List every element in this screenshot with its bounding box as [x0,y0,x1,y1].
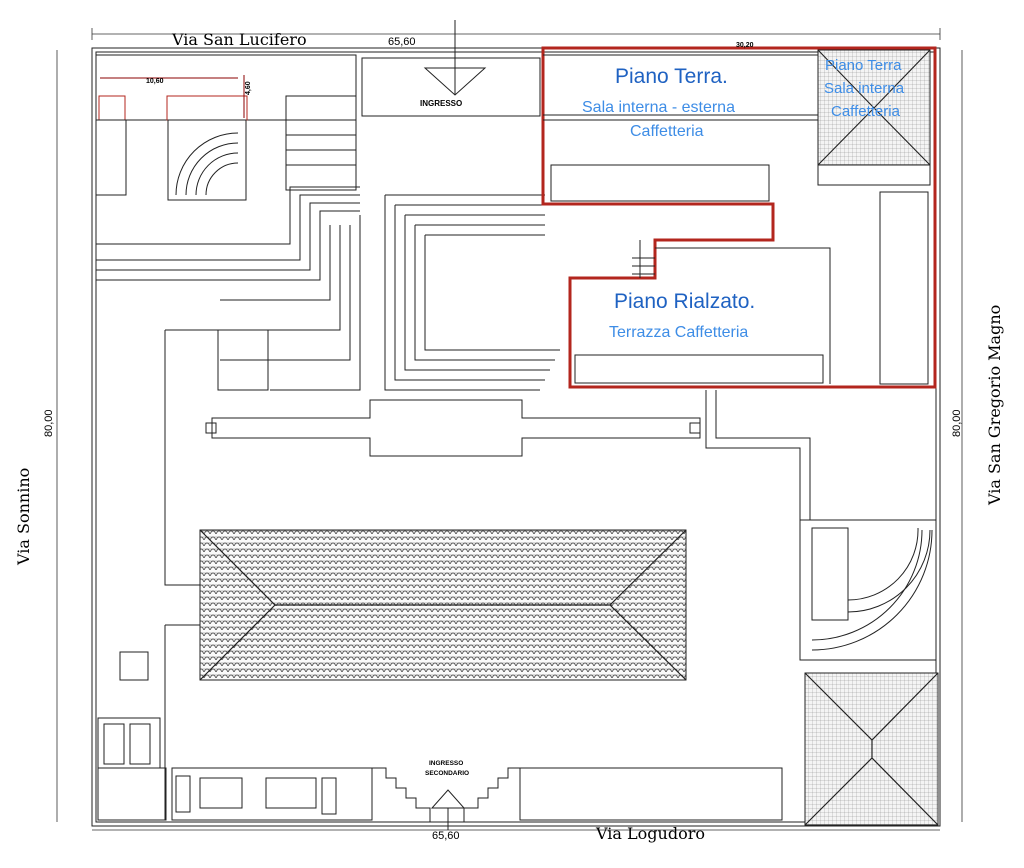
entrance-main-label: INGRESSO [420,99,462,108]
dimension-right: 80,00 [951,409,963,437]
dimension-detail-width: 10,60 [146,78,164,85]
street-west: Via Sonnino [14,468,33,566]
ground-floor-subtitle: Sala interna - esterna [582,99,735,116]
ground-floor-title: Piano Terra. [615,65,728,88]
dimension-detail-height: 4,60 [245,81,252,95]
street-east: Via San Gregorio Magno [985,305,1004,506]
terrace-steps [96,186,560,586]
dimension-lines [56,28,963,831]
dimension-bottom: 65,60 [432,830,460,842]
raised-floor-subtitle: Terrazza Caffetteria [609,324,748,341]
north-west-block [95,54,357,201]
central-roof [199,529,687,681]
corner-line-3: Caffetteria [831,103,901,120]
dimension-left: 80,00 [43,409,55,437]
dimension-zone-width: 30,20 [736,42,754,49]
raised-floor-title: Piano Rialzato. [614,290,755,313]
dimension-top: 65,60 [388,36,416,48]
east-structures [705,49,939,826]
cafeteria-zone-outline [541,46,937,389]
street-south: Via Logudoro [595,824,705,843]
entrance-secondary-label-2: SECONDARIO [425,770,469,777]
ground-floor-subtitle-2: Caffetteria [630,123,704,140]
corner-line-2: Sala interna [824,80,905,97]
central-axis [205,399,701,457]
street-north: Via San Lucifero [171,30,307,49]
south-structures [97,624,783,830]
site-boundary [91,47,941,827]
main-entrance [361,20,541,117]
entrance-secondary-label-1: INGRESSO [429,760,463,767]
corner-line-1: Piano Terra [825,57,902,74]
